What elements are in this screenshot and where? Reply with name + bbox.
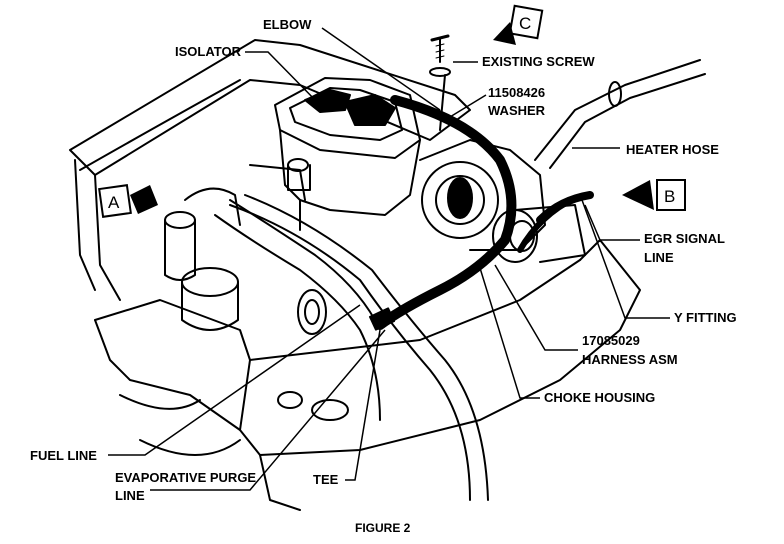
label-washer-part-number: 11508426 xyxy=(488,85,545,100)
label-fuel-line: FUEL LINE xyxy=(30,448,97,463)
tee-fitting xyxy=(368,307,396,331)
washer-icon xyxy=(429,67,451,77)
view-marker-b-label: B xyxy=(664,187,675,206)
label-egr-signal-line-1: EGR SIGNAL xyxy=(644,231,725,246)
view-marker-b: B xyxy=(622,179,686,211)
label-heater-hose: HEATER HOSE xyxy=(626,142,719,157)
label-isolator: ISOLATOR xyxy=(175,44,242,59)
label-tee: TEE xyxy=(313,472,339,487)
evap-purge-pipe xyxy=(229,204,471,501)
label-choke-housing: CHOKE HOUSING xyxy=(544,390,655,405)
view-marker-c-label: C xyxy=(519,14,531,33)
label-harness-asm: HARNESS ASM xyxy=(582,352,678,367)
label-egr-signal-line-2: LINE xyxy=(644,250,674,265)
figure-caption: FIGURE 2 xyxy=(355,521,411,535)
fuel-line-pipe xyxy=(214,214,381,421)
label-evap-purge-line-1: EVAPORATIVE PURGE xyxy=(115,470,256,485)
view-marker-a-label: A xyxy=(108,193,120,212)
leader-lines xyxy=(108,27,670,491)
label-existing-screw: EXISTING SCREW xyxy=(482,54,595,69)
view-marker-a: A xyxy=(98,184,158,218)
engine-illustration xyxy=(69,34,706,511)
label-washer: WASHER xyxy=(488,103,546,118)
choke-housing-circle xyxy=(421,161,499,239)
view-arrow-icon xyxy=(622,180,654,210)
harness-cable xyxy=(375,95,517,330)
label-harness-part-number: 17085029 xyxy=(582,333,640,348)
view-arrow-icon xyxy=(493,22,516,45)
view-arrow-icon xyxy=(130,185,158,214)
callout-labels: ELBOW ISOLATOR EXISTING SCREW 11508426 W… xyxy=(30,17,737,535)
label-evap-purge-line-2: LINE xyxy=(115,488,145,503)
label-elbow: ELBOW xyxy=(263,17,312,32)
screw-icon xyxy=(430,34,450,63)
label-y-fitting: Y FITTING xyxy=(674,310,737,325)
heater-hose-pipe xyxy=(534,59,701,161)
view-marker-c: C xyxy=(493,4,544,45)
